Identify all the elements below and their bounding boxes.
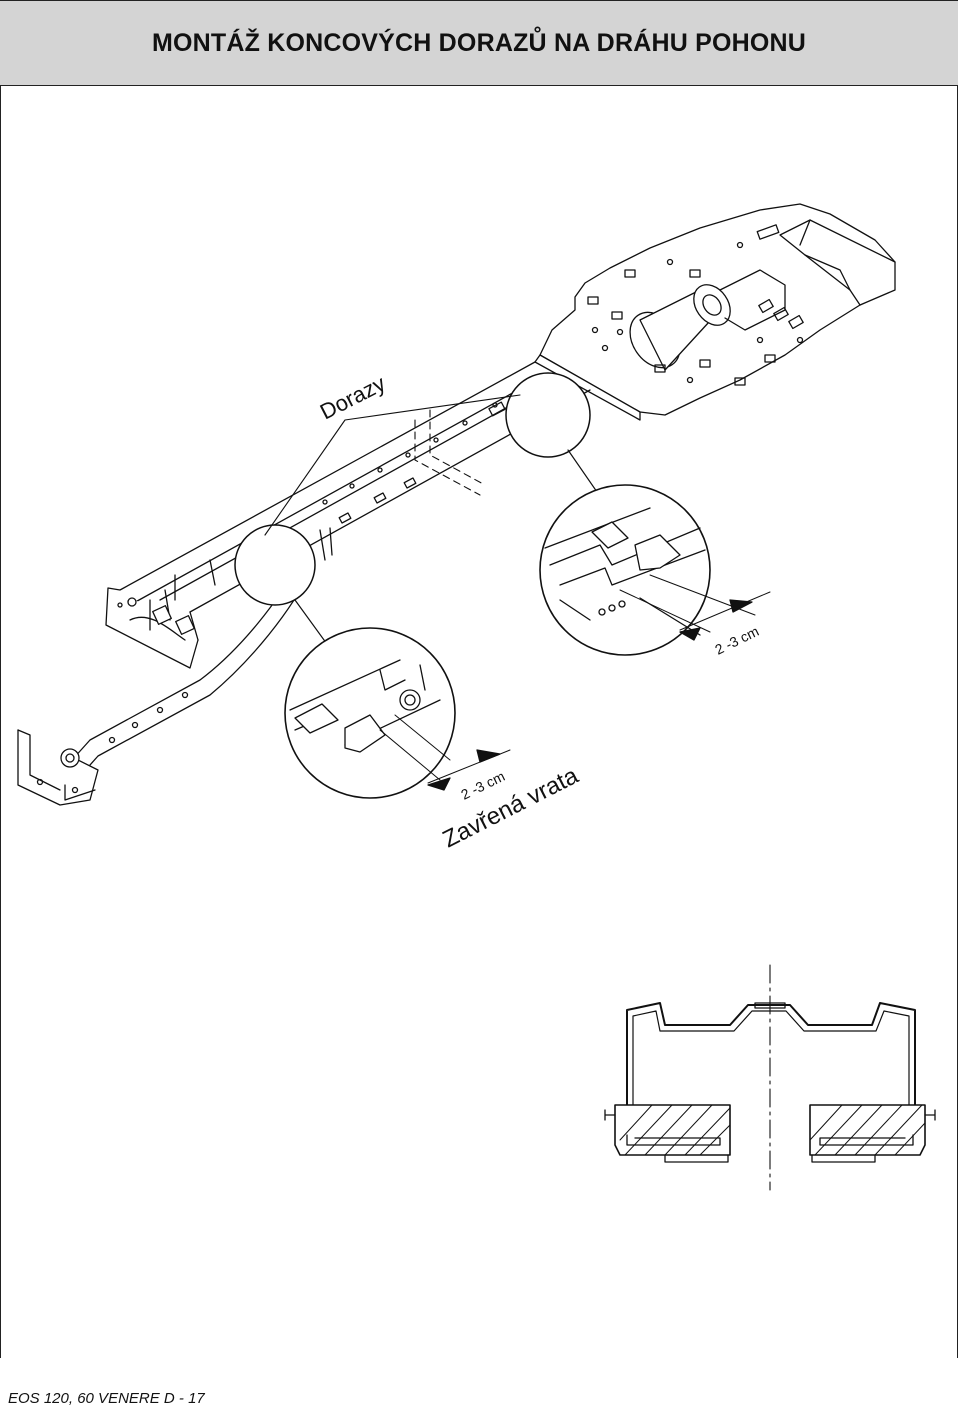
rail-cross-section (604, 964, 936, 1191)
stop-marker-open (505, 372, 591, 458)
dimension-right (679, 591, 771, 641)
stop-marker-closed (234, 524, 316, 606)
motor-unit (534, 203, 896, 421)
title-bar: MONTÁŽ KONCOVÝCH DORAZŮ NA DRÁHU POHONU (0, 0, 958, 86)
detail-closed-stop (284, 627, 456, 799)
projection-lines (414, 409, 486, 496)
label-closed-door: Zavřená vrata (438, 762, 583, 854)
label-gap-right: 2 -3 cm (712, 623, 761, 658)
dimension-left (427, 749, 511, 791)
label-stops: Dorazy (316, 371, 389, 425)
stops-leader-line (264, 394, 521, 536)
footer-page-reference: EOS 120, 60 VENERE D - 17 (8, 1390, 205, 1407)
detail-open-stop (539, 484, 756, 656)
page-title: MONTÁŽ KONCOVÝCH DORAZŮ NA DRÁHU POHONU (151, 28, 807, 57)
